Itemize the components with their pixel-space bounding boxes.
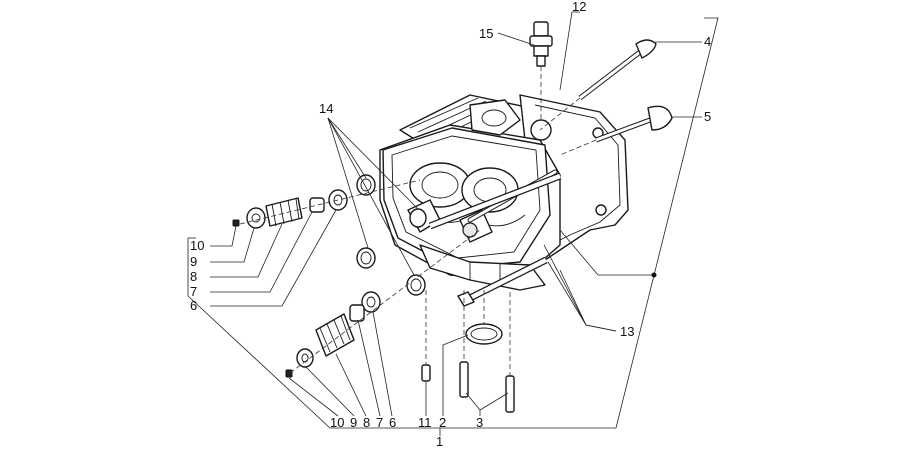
o-ring (465, 323, 503, 345)
callout-10-bottom: 10 (330, 415, 344, 430)
callout-2: 2 (439, 415, 446, 430)
callout-10-left: 10 (190, 238, 204, 253)
callout-3: 3 (476, 415, 483, 430)
reference-dot (651, 272, 657, 278)
callout-13: 13 (620, 324, 634, 339)
callout-7-bottom: 7 (376, 415, 383, 430)
exhaust-valve (578, 39, 657, 100)
callout-9-left: 9 (190, 254, 197, 269)
upper-valve-spring-group (232, 189, 348, 229)
callout-8-bottom: 8 (363, 415, 370, 430)
lower-valve-spring-group (285, 291, 381, 378)
cap-nuts (356, 174, 427, 296)
temperature-sensor (529, 21, 553, 67)
callout-12: 12 (572, 0, 586, 14)
callout-7-left: 7 (190, 284, 197, 299)
callout-1: 1 (436, 434, 443, 449)
callout-4: 4 (704, 34, 711, 49)
assembly-axes (239, 66, 597, 376)
dowel-pins (421, 361, 515, 413)
assembly-frame (187, 17, 719, 436)
head-bolts (428, 172, 562, 307)
cylinder-head (379, 94, 629, 291)
callout-6-bottom: 6 (389, 415, 396, 430)
leader-lines (210, 11, 702, 417)
intake-valve (595, 105, 673, 143)
callout-5: 5 (704, 109, 711, 124)
callout-9-bottom: 9 (350, 415, 357, 430)
callout-11: 11 (418, 415, 432, 430)
callout-14: 14 (319, 101, 333, 116)
callout-labels: 15 12 4 5 14 13 10 9 8 7 6 10 9 8 7 6 11… (190, 0, 711, 449)
callout-15: 15 (479, 26, 493, 41)
callout-6-left: 6 (190, 298, 197, 313)
callout-8-left: 8 (190, 269, 197, 284)
